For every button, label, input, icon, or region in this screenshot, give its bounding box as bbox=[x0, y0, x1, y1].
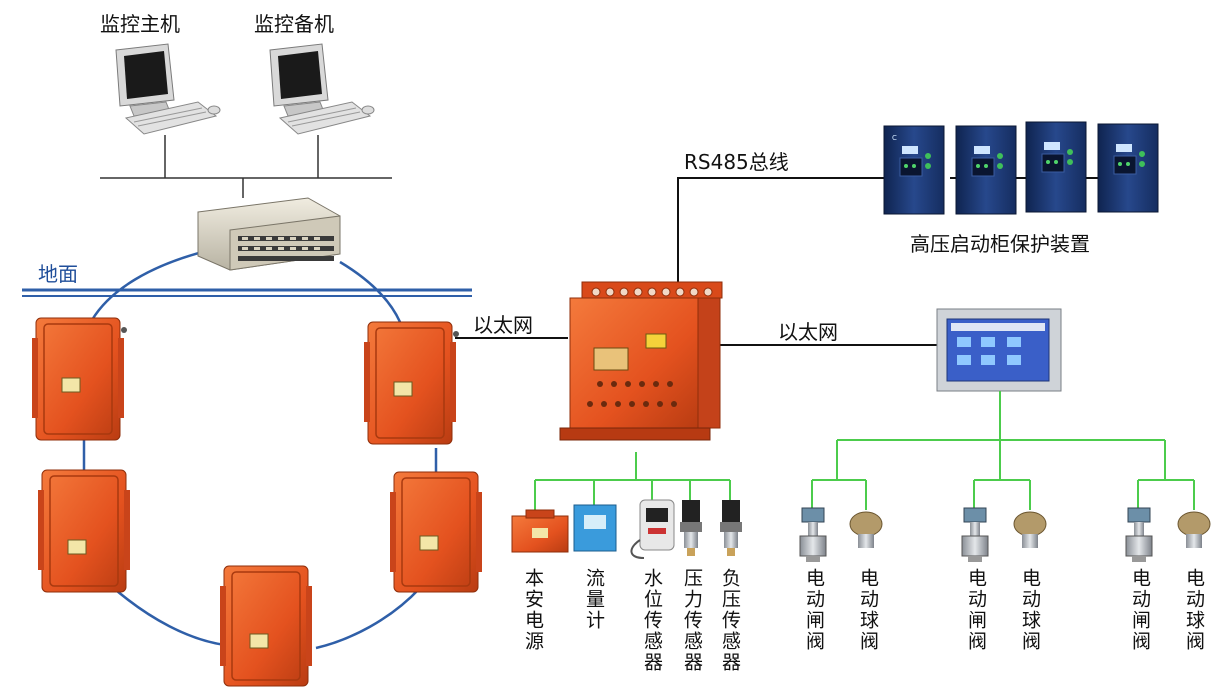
ring-network bbox=[82, 248, 438, 650]
electric-gate-valve-2 bbox=[961, 507, 989, 562]
station-box-3 bbox=[38, 469, 130, 593]
ethernet-links bbox=[455, 177, 1100, 346]
inverter-3 bbox=[1025, 121, 1087, 213]
station-box-5 bbox=[220, 565, 312, 687]
intrinsic-power-supply bbox=[511, 509, 569, 553]
label-host-main: 监控主机 bbox=[100, 12, 180, 36]
label-sensor-flow: 流量计 bbox=[583, 568, 605, 631]
main-control-box bbox=[559, 281, 723, 441]
label-ethernet-right: 以太网 bbox=[778, 320, 838, 344]
label-rs485-bus: RS485总线 bbox=[684, 150, 789, 174]
network-switch bbox=[197, 197, 341, 271]
label-hv-cabinet: 高压启动柜保护装置 bbox=[910, 232, 1090, 256]
electric-gate-valve-3 bbox=[1125, 507, 1153, 562]
label-valve-ball-3: 电动球阀 bbox=[1183, 568, 1205, 652]
electric-gate-valve-1 bbox=[799, 507, 827, 562]
label-valve-gate-3: 电动闸阀 bbox=[1129, 568, 1151, 652]
label-sensor-negative-pressure: 负压传感器 bbox=[719, 568, 741, 673]
label-valve-gate-2: 电动闸阀 bbox=[965, 568, 987, 652]
station-box-2 bbox=[364, 321, 459, 445]
water-level-sensor bbox=[630, 499, 675, 559]
svg-text:C: C bbox=[892, 134, 897, 142]
flow-meter bbox=[573, 504, 617, 552]
monitor-host-computer bbox=[115, 43, 221, 135]
inverter-2 bbox=[955, 125, 1017, 215]
station-box-4 bbox=[390, 471, 482, 593]
label-sensor-water-level: 水位传感器 bbox=[641, 568, 663, 673]
electric-ball-valve-2 bbox=[1013, 511, 1047, 548]
inverter-4 bbox=[1097, 123, 1159, 213]
label-valve-gate-1: 电动闸阀 bbox=[803, 568, 825, 652]
label-host-backup: 监控备机 bbox=[254, 12, 334, 36]
negative-pressure-sensor bbox=[720, 500, 742, 556]
electric-ball-valve-1 bbox=[849, 511, 883, 548]
label-sensor-pressure: 压力传感器 bbox=[681, 568, 703, 673]
label-valve-ball-1: 电动球阀 bbox=[857, 568, 879, 652]
electric-ball-valve-3 bbox=[1177, 511, 1211, 548]
label-sensor-power: 本安电源 bbox=[522, 568, 544, 652]
station-box-1 bbox=[32, 317, 127, 441]
pressure-sensor bbox=[680, 500, 702, 556]
host-bus bbox=[100, 135, 392, 198]
field-bus-green bbox=[534, 391, 1195, 512]
ground-line bbox=[22, 288, 472, 297]
label-ethernet-left: 以太网 bbox=[473, 313, 533, 337]
label-ground: 地面 bbox=[38, 262, 78, 286]
backup-host-computer bbox=[269, 43, 375, 135]
touch-screen-hmi bbox=[936, 308, 1062, 392]
inverter-1: C bbox=[883, 125, 945, 215]
label-valve-ball-2: 电动球阀 bbox=[1019, 568, 1041, 652]
